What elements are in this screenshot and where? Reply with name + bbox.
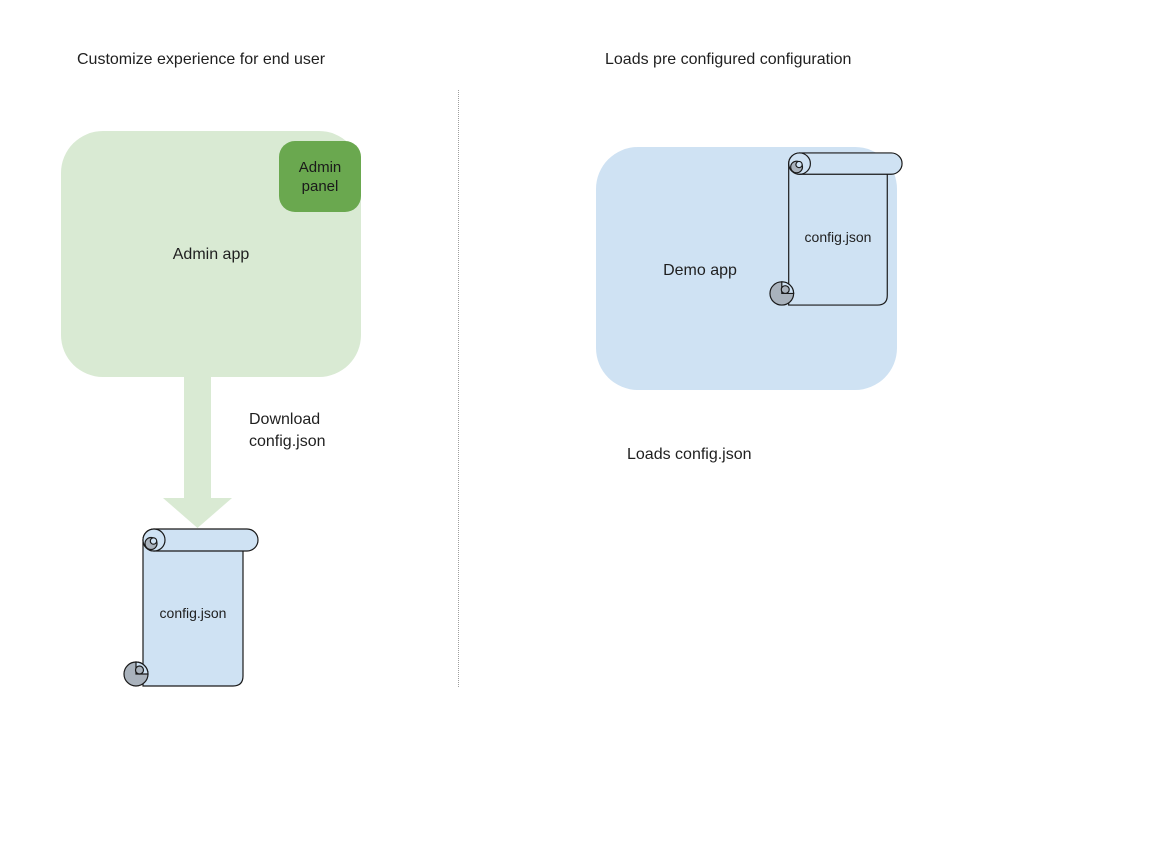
demo-app-label: Demo app bbox=[663, 262, 737, 279]
scroll-body bbox=[142, 539, 244, 687]
config-scroll-label-left: config.json bbox=[159, 605, 227, 621]
admin-panel-shape: Admin panel bbox=[279, 141, 361, 212]
admin-app-shape: Admin panel Admin app bbox=[61, 131, 361, 377]
scroll-bottom-curl-core bbox=[134, 665, 145, 675]
scroll-top-curl-core bbox=[795, 160, 803, 169]
right-section-title: Loads pre configured configuration bbox=[605, 51, 852, 68]
scroll-body bbox=[788, 163, 888, 306]
admin-panel-label: Admin panel bbox=[298, 158, 342, 195]
arrow-shape bbox=[163, 376, 232, 528]
config-scroll-label-right: config.json bbox=[804, 229, 872, 245]
admin-app-label: Admin app bbox=[172, 246, 250, 263]
download-caption: Download config.json bbox=[249, 411, 326, 450]
scroll-top-curl-core bbox=[149, 537, 158, 545]
download-arrow-icon bbox=[163, 376, 232, 528]
loads-config-caption: Loads config.json bbox=[627, 446, 752, 463]
left-section-title: Customize experience for end user bbox=[77, 51, 326, 68]
section-divider bbox=[458, 90, 459, 687]
config-file-scroll-icon-left bbox=[123, 528, 259, 687]
scroll-bottom-curl-core bbox=[780, 285, 790, 295]
config-file-scroll-icon-right bbox=[769, 152, 903, 306]
